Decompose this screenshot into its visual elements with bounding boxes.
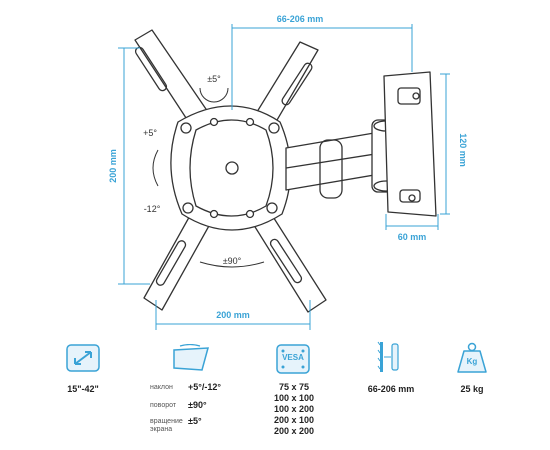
dim-height: 200 mm	[108, 149, 118, 183]
dim-plate-height: 120 mm	[458, 133, 468, 167]
vesa-value: 100 x 200	[273, 404, 315, 414]
swivel-label: поворот	[150, 402, 177, 409]
tilt-down-label: -12°	[144, 204, 161, 214]
wall-distance-value: 66-206 mm	[367, 384, 415, 394]
vesa-values: 75 x 75 100 x 100 100 x 200 200 x 100 20…	[262, 382, 326, 437]
dim-arm-range: 66-206 mm	[277, 14, 324, 24]
screen-size-value: 15"-42"	[67, 384, 99, 394]
rotate-value: ±5°	[188, 416, 202, 426]
swivel-value: ±90°	[188, 400, 207, 410]
vesa-value: 200 x 100	[273, 415, 315, 425]
weight-value: 25 kg	[460, 384, 484, 394]
wall-distance-icon	[376, 340, 402, 374]
rotate-angle-label: ±5°	[207, 74, 221, 84]
dim-width: 200 mm	[216, 310, 250, 320]
weight-icon: Kg	[456, 342, 488, 374]
tilt-up-label: +5°	[143, 128, 157, 138]
dimension-lines	[118, 24, 450, 330]
vesa-badge: VESA	[282, 353, 304, 362]
tilt-label: наклон	[150, 384, 173, 391]
vesa-value: 75 x 75	[278, 382, 310, 392]
weight-badge: Kg	[466, 357, 478, 366]
tilt-value: +5°/-12°	[188, 382, 221, 392]
rotate-arrow	[199, 87, 229, 103]
vesa-value: 200 x 200	[273, 426, 315, 436]
tilt-swivel-icon	[168, 343, 216, 374]
swivel-arrow	[199, 261, 265, 268]
vesa-icon: VESA	[276, 344, 310, 374]
rotate-label-1: вращение	[150, 418, 183, 425]
tilt-arrow	[152, 149, 159, 187]
vesa-value: 100 x 100	[273, 393, 315, 403]
swivel-angle-label: ±90°	[223, 256, 242, 266]
rotate-label-2: экрана	[150, 426, 173, 433]
vesa-plate-drawing	[134, 29, 437, 313]
screen-size-icon	[66, 344, 100, 372]
dim-plate-width: 60 mm	[398, 232, 427, 242]
